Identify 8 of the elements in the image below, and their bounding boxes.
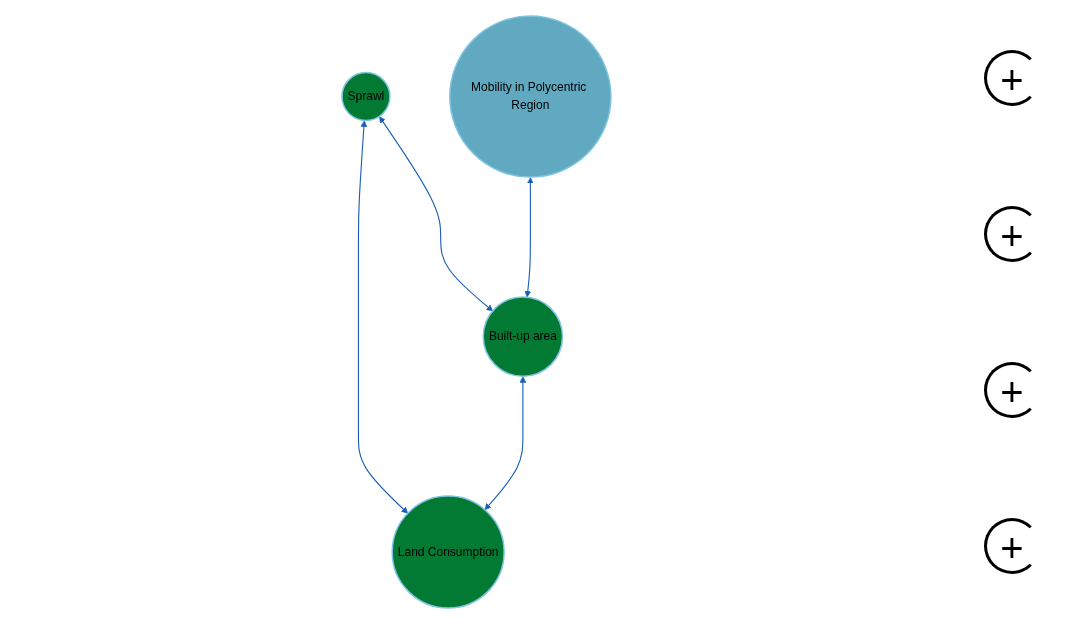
arrow	[484, 376, 526, 511]
node-circle: Sprawl	[340, 71, 391, 122]
node-circle: Land Consumption	[391, 495, 505, 609]
arrow	[378, 116, 493, 312]
node-circle: Built-up area	[482, 296, 563, 377]
node-circle: Mobility in Polycentric Region	[448, 15, 612, 178]
arrow	[524, 177, 534, 298]
arrow	[357, 120, 408, 514]
